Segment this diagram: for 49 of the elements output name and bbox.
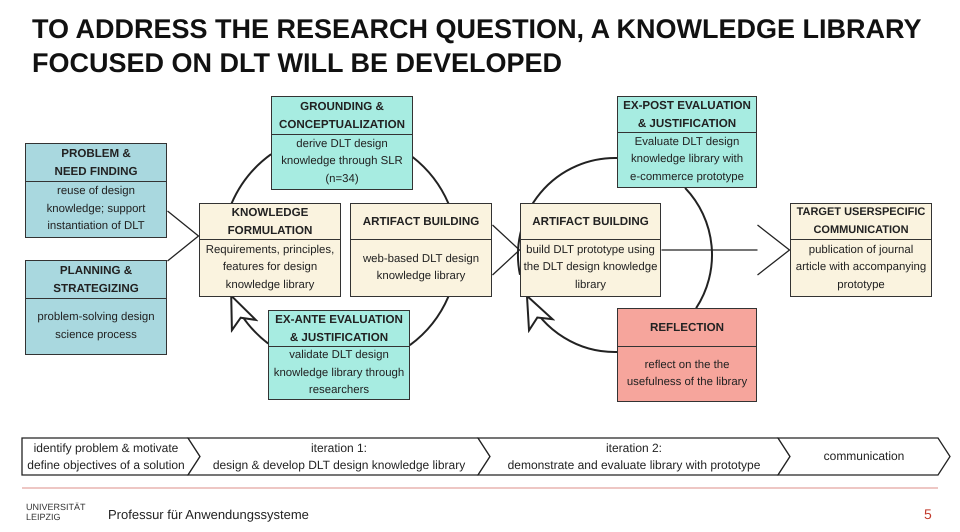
box-text: Requirements, principles, features for design knowledge library	[204, 242, 336, 293]
chevron-arrow	[660, 224, 791, 276]
cycle-arrow	[230, 294, 269, 344]
phase-text: communication	[822, 448, 906, 465]
cycle-arc	[684, 187, 713, 309]
phase-text: define objectives of a solution	[26, 456, 186, 474]
box-text: problem-solving design science process	[36, 310, 156, 342]
box-text: derive DLT design knowledge through SLR (n=34)	[280, 136, 404, 187]
process-box	[520, 203, 661, 297]
page-number: 5	[924, 506, 932, 522]
box-text: web-based DLT design knowledge library	[362, 252, 480, 284]
phase-band	[188, 438, 490, 475]
box-text: validate DLT design knowledge library through researchers	[272, 348, 406, 398]
process-box	[25, 143, 167, 238]
box-heading: REFLECTION	[650, 320, 724, 336]
box-heading: KNOWLEDGE FORMULATION	[226, 205, 314, 238]
university-name: UNIVERSITÄT LEIPZIG	[26, 502, 86, 522]
process-box	[617, 308, 757, 402]
cycle-arc	[409, 296, 450, 346]
phase-band	[478, 438, 790, 475]
phase-band	[22, 438, 200, 475]
process-box	[199, 203, 341, 297]
box-heading: TARGET USERSPECIFIC COMMUNICATION	[796, 205, 926, 238]
process-box	[268, 310, 410, 400]
process-box	[271, 96, 413, 190]
box-heading: PLANNING & STRATEGIZING	[52, 263, 140, 296]
box-heading: ARTIFACT BUILDING	[532, 214, 649, 230]
phase-text: demonstrate and evaluate library with prototype	[506, 456, 762, 474]
box-text: publication of journal article with accompanying prototype	[794, 242, 928, 293]
phase-text: identify problem & motivate	[32, 440, 180, 456]
box-heading: EX-POST EVALUATION & JUSTIFICATION	[622, 98, 752, 132]
department-name: Professur für Anwendungssysteme	[108, 507, 309, 522]
cycle-arc	[230, 153, 272, 204]
phase-band	[778, 438, 950, 475]
box-text: reuse of design knowledge; support instantiation of DLT	[46, 184, 146, 234]
box-text: build DLT prototype using the DLT design knowledge library	[522, 242, 658, 293]
process-box	[350, 203, 492, 297]
cycle-arc	[412, 156, 450, 204]
box-text: Evaluate DLT design knowledge library with e-commerce prototype	[629, 134, 745, 185]
cycle-arrow	[526, 294, 618, 353]
slide-title: TO ADDRESS THE RESEARCH QUESTION, A KNOWLEDGE LIBRARY FOCUSED ON DLT WILL BE DEVELOPED	[32, 13, 922, 80]
process-box	[790, 203, 932, 297]
phase-text: iteration 2:	[604, 440, 664, 456]
phase-text: iteration 1:	[310, 440, 368, 456]
process-box	[25, 260, 167, 355]
box-text: reflect on the the usefulness of the library	[626, 358, 748, 390]
process-box	[617, 96, 757, 188]
phase-text: design & develop DLT design knowledge library	[212, 456, 466, 474]
box-heading: ARTIFACT BUILDING	[362, 214, 480, 230]
